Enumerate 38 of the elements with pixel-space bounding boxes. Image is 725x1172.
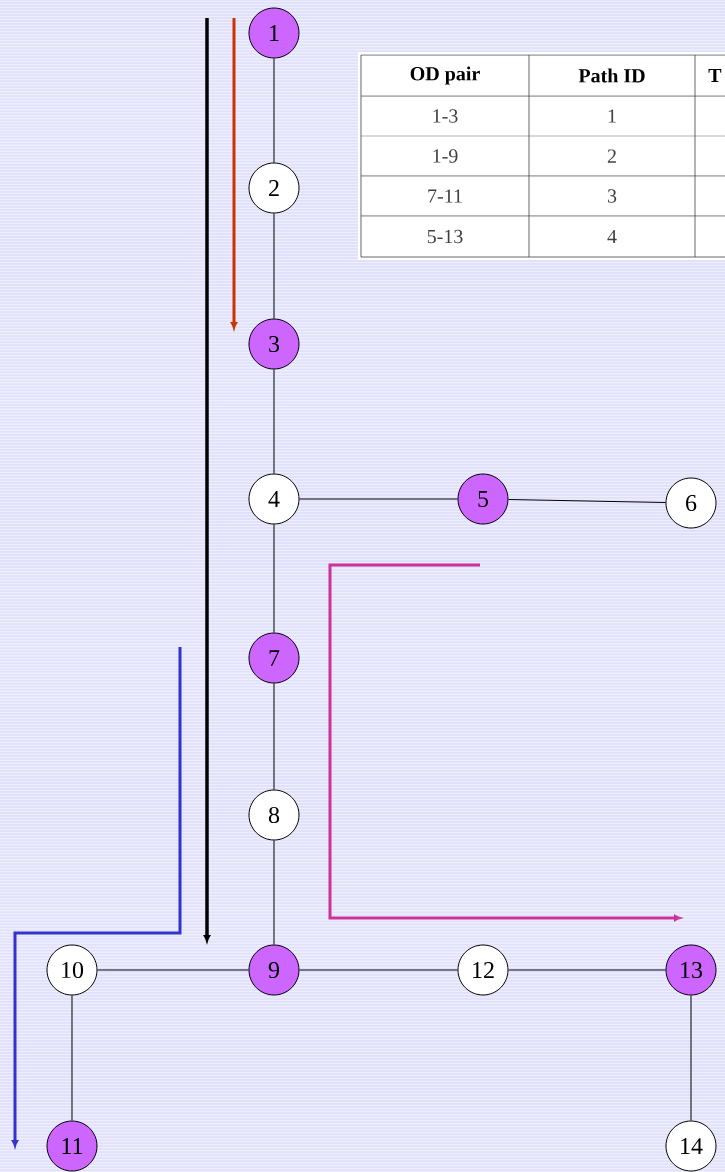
link-line	[97, 969, 249, 971]
table-cell: 2	[607, 149, 616, 163]
table-cell: 1-3	[433, 109, 458, 123]
table-cell: 3	[607, 189, 617, 203]
network-node: 2	[248, 162, 300, 214]
link-line	[299, 498, 458, 500]
network-node: 13	[665, 944, 717, 996]
link-line	[508, 499, 666, 503]
network-node: 12	[457, 944, 509, 996]
network-node: 11	[46, 1120, 98, 1172]
link-line	[273, 213, 275, 319]
link-line	[273, 524, 275, 633]
column-header: Path ID	[578, 68, 645, 83]
network-node: 1	[248, 7, 300, 59]
link-line	[71, 995, 73, 1121]
network-node: 6	[665, 477, 717, 529]
network-node: 8	[248, 789, 300, 841]
network-node: 3	[248, 318, 300, 370]
network-node: 14	[665, 1120, 717, 1172]
table-cell: 5-13	[427, 229, 463, 244]
table-cell: 4	[607, 229, 617, 244]
table-cell: 1-9	[433, 149, 458, 163]
link-line	[273, 840, 275, 945]
network-node: 9	[248, 944, 300, 996]
link-line	[299, 969, 458, 971]
network-node: 7	[248, 632, 300, 684]
network-node: 4	[248, 473, 300, 525]
link-line	[273, 683, 275, 790]
link-line	[508, 969, 666, 971]
network-node: 5	[457, 473, 509, 525]
link-line	[273, 369, 275, 474]
table-cell: 1	[608, 109, 616, 123]
table-cell: 7-11	[428, 189, 462, 203]
column-header: T	[708, 68, 722, 83]
link-line	[690, 995, 692, 1121]
link-line	[273, 58, 275, 163]
column-header: OD pair	[410, 66, 480, 85]
network-node: 10	[46, 944, 98, 996]
